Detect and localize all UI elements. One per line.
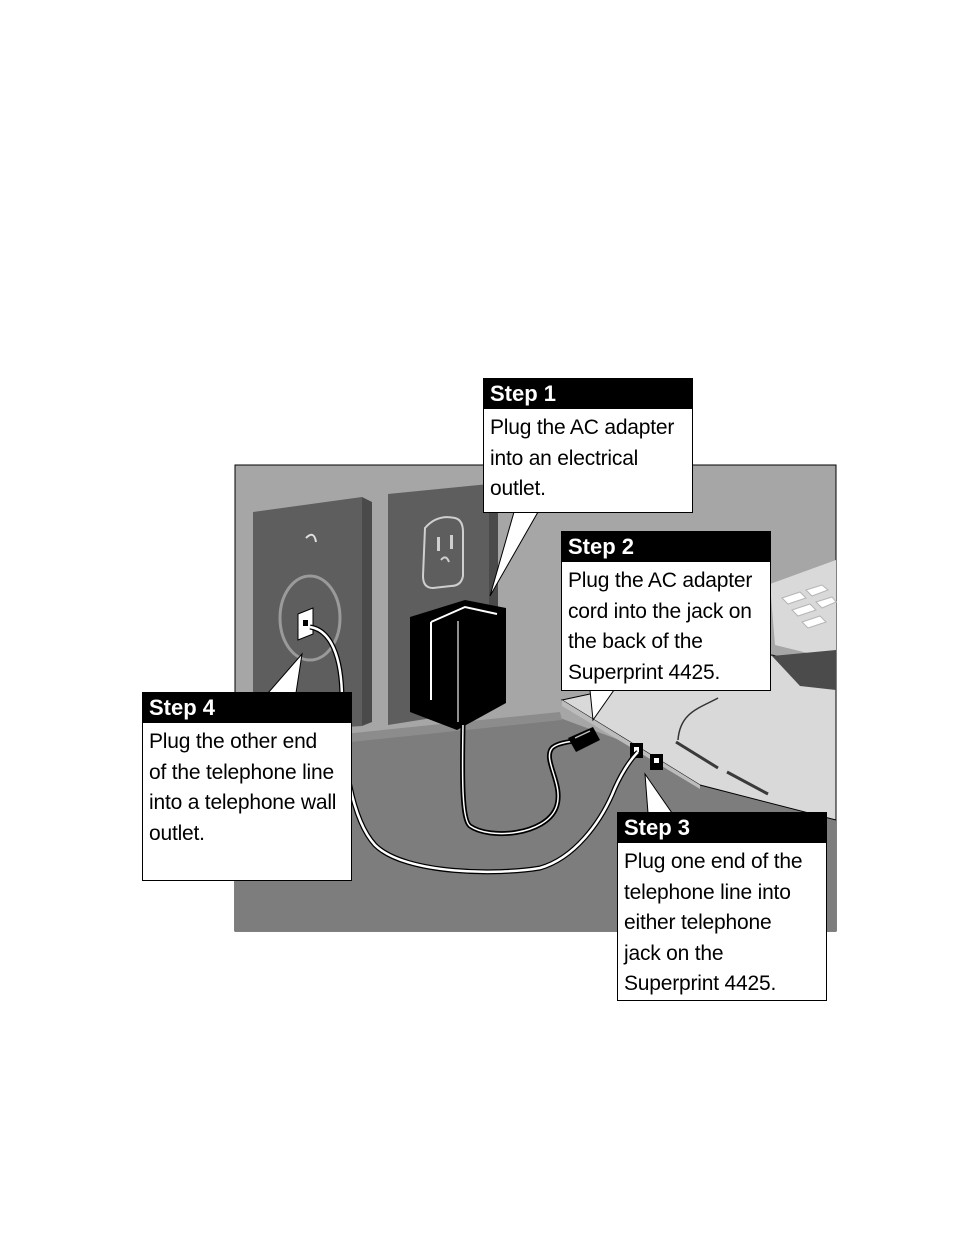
step-4-text: Plug the other end of the telephone line…: [149, 730, 337, 845]
step-2-title: Step 2: [562, 532, 770, 562]
adapter-plug: [568, 727, 600, 752]
step-1-title: Step 1: [484, 379, 692, 409]
phone-wall-plate-edge: [362, 497, 372, 726]
step-3-title: Step 3: [618, 813, 826, 843]
step-1-text: Plug the AC adapter into an electrical o…: [490, 416, 675, 500]
phone-jack-ring: [278, 574, 342, 662]
step-4-callout: Step 4 Plug the other end of the telepho…: [142, 692, 352, 881]
step-2-text: Plug the AC adapter cord into the jack o…: [568, 569, 753, 684]
printer-phone-jack-2: [650, 754, 663, 770]
step-1-callout: Step 1 Plug the AC adapter into an elect…: [483, 378, 693, 513]
printer-icon: [560, 560, 837, 821]
telephone-wall-jack-icon: [297, 607, 314, 641]
phone-plate-screw-icon: [305, 533, 317, 543]
step-3-callout: Step 3 Plug one end of the telephone lin…: [617, 812, 827, 1001]
ac-adapter-icon: [410, 600, 506, 730]
step-2-callout: Step 2 Plug the AC adapter cord into the…: [561, 531, 771, 691]
step-4-title: Step 4: [143, 693, 351, 723]
step-3-text: Plug one end of the telephone line into …: [624, 850, 803, 995]
electrical-outlet-icon: [421, 516, 464, 590]
adapter-cord-highlight: [461, 724, 575, 835]
